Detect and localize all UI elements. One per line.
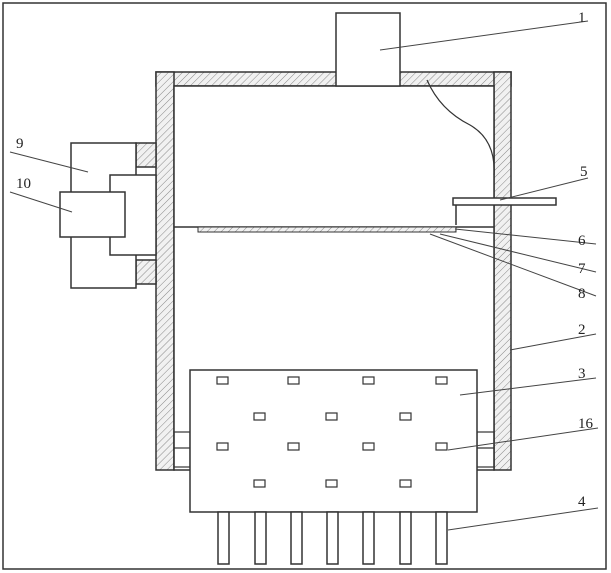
perforated-plate bbox=[174, 226, 494, 233]
slot bbox=[287, 376, 300, 385]
label-2: 2 bbox=[578, 322, 586, 338]
slot bbox=[325, 479, 338, 488]
slot bbox=[253, 479, 266, 488]
reference-numerals: 1 5 6 7 8 2 3 16 4 9 10 bbox=[16, 10, 594, 510]
label-7: 7 bbox=[578, 261, 586, 277]
slot bbox=[362, 442, 375, 451]
label-6: 6 bbox=[578, 233, 586, 249]
pin bbox=[435, 511, 448, 565]
slot bbox=[435, 376, 448, 385]
slot bbox=[399, 412, 412, 421]
slot bbox=[325, 412, 338, 421]
slot-group bbox=[216, 376, 448, 488]
slot bbox=[287, 442, 300, 451]
pin bbox=[254, 511, 267, 565]
label-1: 1 bbox=[578, 10, 586, 26]
slot bbox=[253, 412, 266, 421]
label-9: 9 bbox=[16, 136, 24, 152]
leader-lines bbox=[9, 20, 599, 531]
pin-group bbox=[217, 511, 448, 565]
pin bbox=[362, 511, 375, 565]
pin bbox=[217, 511, 230, 565]
label-8: 8 bbox=[578, 286, 586, 302]
right-bracket bbox=[452, 197, 557, 225]
top-inlet-block bbox=[335, 12, 401, 87]
slot bbox=[435, 442, 448, 451]
slot bbox=[362, 376, 375, 385]
pin bbox=[290, 511, 303, 565]
side-mount-assembly bbox=[59, 142, 157, 289]
label-16: 16 bbox=[578, 416, 594, 432]
slot bbox=[216, 376, 229, 385]
label-3: 3 bbox=[578, 366, 586, 382]
lower-block bbox=[189, 369, 478, 513]
slot bbox=[399, 479, 412, 488]
pin bbox=[399, 511, 412, 565]
label-4: 4 bbox=[578, 494, 586, 510]
pin bbox=[326, 511, 339, 565]
slot bbox=[216, 442, 229, 451]
curved-baffle bbox=[426, 79, 495, 176]
label-5: 5 bbox=[580, 164, 588, 180]
label-10: 10 bbox=[16, 176, 31, 192]
